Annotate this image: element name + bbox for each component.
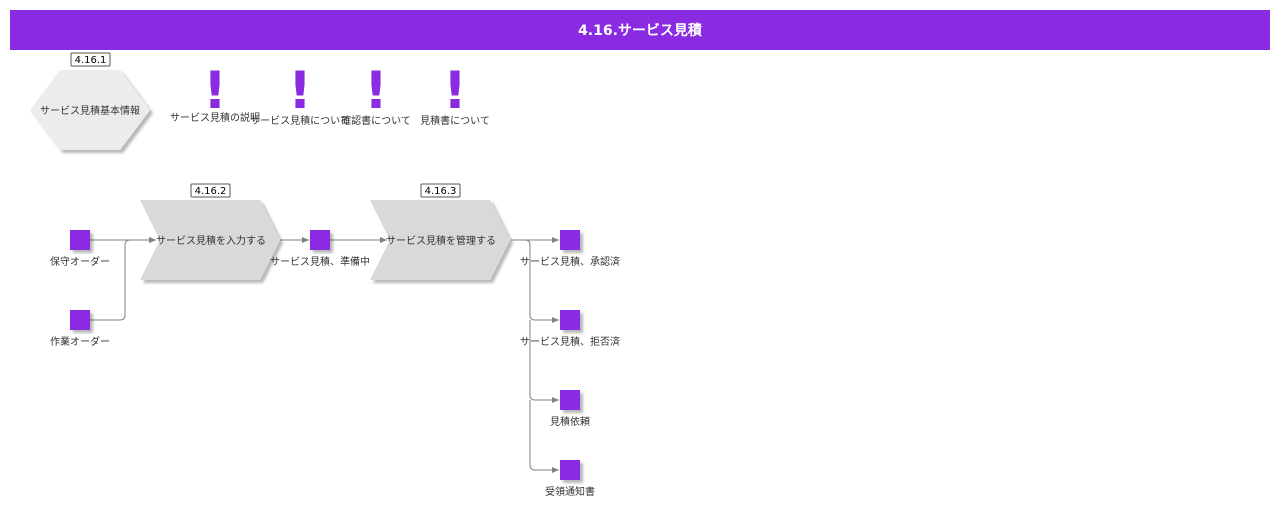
note-2[interactable]: ! サービス見積について [250, 61, 350, 127]
event-label: サービス見積、拒否済 [520, 335, 620, 348]
connectors [90, 237, 559, 473]
page-title: 4.16.サービス見積 [578, 23, 702, 39]
note-3[interactable]: ! 確認書について [341, 61, 411, 127]
event-square [560, 460, 580, 480]
event-label: 見積依頼 [550, 415, 590, 428]
event-label: 保守オーダー [50, 255, 110, 268]
process-label: サービス見積を管理する [386, 234, 496, 247]
event-square [70, 230, 90, 250]
exclamation-icon: ! [203, 61, 227, 121]
note-label: サービス見積の説明 [170, 111, 260, 124]
note-label: 見積書について [420, 114, 490, 127]
event-quote-request[interactable]: 見積依頼 [550, 390, 590, 428]
page-header: 4.16.サービス見積 [10, 10, 1270, 50]
process-number: 4.16.2 [195, 186, 227, 197]
process-number: 4.16.3 [425, 186, 457, 197]
connector [529, 400, 559, 473]
process-label: サービス見積を入力する [156, 234, 266, 247]
event-receipt-notice[interactable]: 受領通知書 [545, 460, 595, 498]
event-square [310, 230, 330, 250]
exclamation-icon: ! [443, 61, 467, 121]
event-maintenance-order[interactable]: 保守オーダー [50, 230, 110, 268]
note-4[interactable]: ! 見積書について [420, 61, 490, 127]
note-1[interactable]: ! サービス見積の説明 [170, 61, 260, 124]
event-square [70, 310, 90, 330]
event-label: サービス見積、承認済 [520, 255, 620, 268]
event-label: サービス見積、準備中 [270, 255, 370, 268]
overview-label: サービス見積基本情報 [40, 104, 140, 117]
event-square [560, 230, 580, 250]
overview-number: 4.16.1 [75, 55, 107, 66]
event-square [560, 390, 580, 410]
event-work-order[interactable]: 作業オーダー [50, 310, 110, 348]
process-number-box [420, 183, 461, 198]
event-rejected[interactable]: サービス見積、拒否済 [520, 310, 620, 348]
event-label: 受領通知書 [545, 485, 595, 498]
process-chevron [140, 200, 280, 280]
overview-node[interactable]: 4.16.1 サービス見積基本情報 [30, 52, 150, 150]
process-chevron [370, 200, 510, 280]
process-manage-quote[interactable]: 4.16.3 サービス見積を管理する [370, 183, 510, 280]
exclamation-icon: ! [364, 61, 388, 121]
overview-hexagon [30, 70, 150, 150]
connector [524, 239, 559, 323]
note-label: サービス見積について [250, 114, 350, 127]
exclamation-icon: ! [288, 61, 312, 121]
event-square [560, 310, 580, 330]
event-approved[interactable]: サービス見積、承認済 [520, 230, 620, 268]
note-label: 確認書について [341, 114, 411, 127]
process-number-box [190, 183, 231, 198]
connector [529, 320, 559, 403]
connector [90, 237, 156, 321]
event-label: 作業オーダー [50, 335, 110, 348]
overview-number-box [70, 52, 111, 67]
event-in-preparation[interactable]: サービス見積、準備中 [270, 230, 370, 268]
process-enter-quote[interactable]: 4.16.2 サービス見積を入力する [140, 183, 280, 280]
